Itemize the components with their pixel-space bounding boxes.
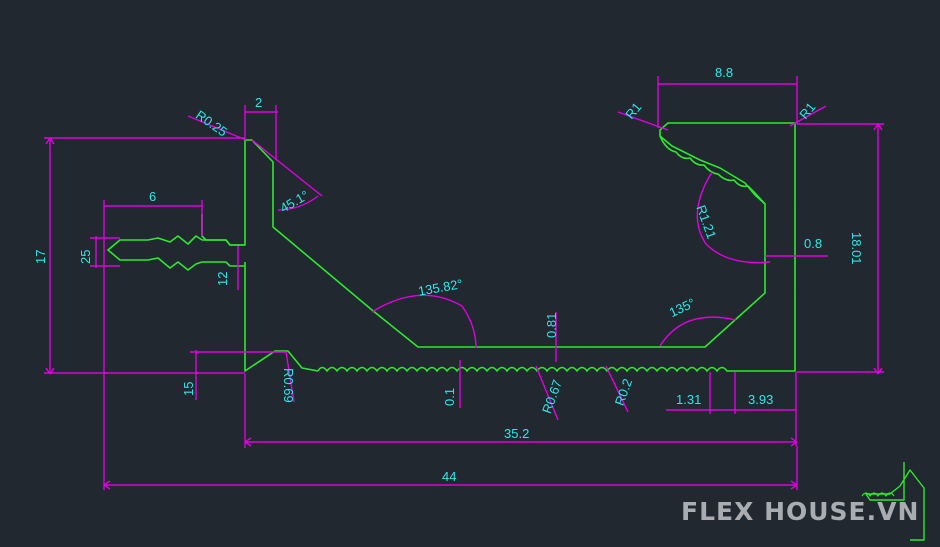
angle-135b-arc [659,316,737,347]
label-1801: 18.01 [849,232,864,265]
profile-outline-left [201,122,796,372]
label-13582: 135.82° [417,276,464,299]
label-r069: R0.69 [281,368,296,403]
label-08: 0.8 [804,236,822,251]
label-01: 0.1 [442,388,457,406]
angle-451-leg [251,139,323,197]
label-131: 1.31 [676,392,701,407]
serrated-right-edge [659,135,766,205]
leader-r069 [285,351,295,403]
label-135: 135° [667,295,698,320]
label-451: 45.1° [277,187,311,215]
serrated-bottom-edge [317,366,735,372]
label-17: 17 [33,250,48,264]
leader-r1-right [789,105,827,127]
dim-arrowheads [45,123,883,490]
label-r02: R0.2 [612,377,635,408]
leader-r067 [535,365,559,421]
angle-451-arc [277,195,319,211]
leader-r1-left [617,111,669,131]
label-6: 6 [149,189,156,204]
barbed-insert-tongue [107,235,245,271]
label-r1-right: R1 [796,100,818,122]
leader-r025 [187,115,247,141]
label-12: 12 [215,272,230,286]
leader-r02 [605,365,629,413]
label-15: 15 [181,382,196,396]
mini-profile-logo [861,462,925,541]
label-393: 3.93 [748,392,773,407]
label-44: 44 [442,469,456,484]
watermark-text: FLEX HOUSE.VN [681,497,919,526]
label-352: 35.2 [504,426,529,441]
label-081: 0.81 [544,313,559,338]
label-r1-left: R1 [622,100,644,122]
label-r025: R0.25 [193,107,230,139]
label-88: 8.8 [715,65,733,80]
label-2: 2 [255,95,262,110]
angle-135-arc [371,294,477,349]
label-25: 25 [78,250,93,264]
arc-r121 [696,171,771,264]
profile-outline-bottom [244,262,319,372]
